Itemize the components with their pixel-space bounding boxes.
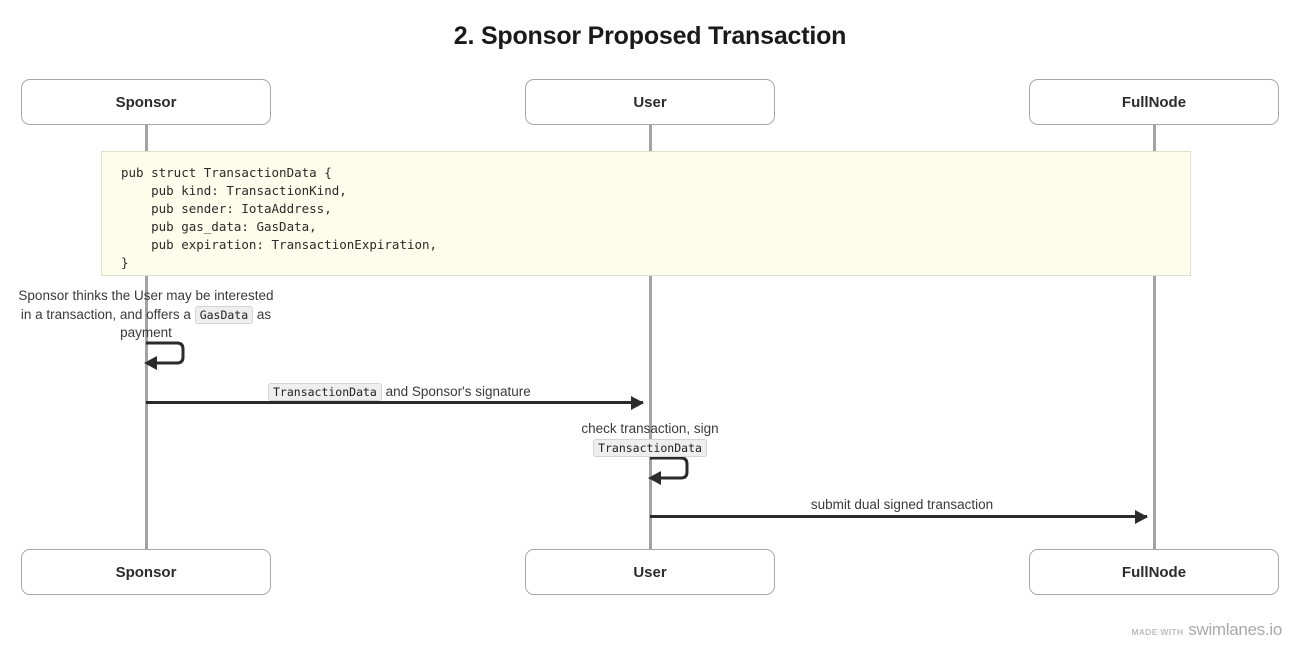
self-loop-user	[648, 456, 689, 485]
participant-label-user-bottom: User	[633, 563, 667, 581]
transaction-data-code-chip-1: TransactionData	[268, 383, 382, 401]
page-title: 2. Sponsor Proposed Transaction	[453, 22, 847, 50]
message-label-sponsor-to-user-text: and Sponsor's signature	[381, 384, 531, 399]
participant-box-fullnode-top[interactable]: FullNode	[1029, 79, 1279, 125]
participant-label-fullnode-bottom: FullNode	[1121, 563, 1187, 581]
participant-box-user-top[interactable]: User	[525, 79, 775, 125]
lifeline-fullnode	[1152, 124, 1156, 550]
participant-label-user-top: User	[633, 93, 667, 111]
participant-label-sponsor-top: Sponsor	[115, 93, 177, 111]
transaction-data-code-chip-2: TransactionData	[593, 439, 707, 457]
footer-made-with-label: Made with	[1131, 627, 1184, 637]
message-label-user-to-fullnode: submit dual signed transaction	[651, 495, 1153, 514]
code-note-block: pub struct TransactionData { pub kind: T…	[101, 151, 1191, 276]
sponsor-intent-note: Sponsor thinks the User may be intereste…	[16, 287, 276, 343]
sponsor-intent-note-part1: Sponsor thinks the User may be intereste…	[18, 288, 274, 322]
user-self-check-line1: check transaction, sign	[581, 421, 719, 436]
footer-branding[interactable]: Made with swimlanes.io	[1131, 620, 1282, 640]
message-arrow-user-to-fullnode	[650, 509, 1148, 524]
message-label-sponsor-to-user: TransactionData and Sponsor's signature	[268, 382, 648, 402]
participant-box-user-bottom[interactable]: User	[525, 549, 775, 595]
footer-site-link[interactable]: swimlanes.io	[1188, 620, 1282, 639]
message-arrow-sponsor-to-user	[146, 395, 644, 410]
gas-data-code-chip: GasData	[194, 305, 254, 324]
message-label-user-self-check: check transaction, sign TransactionData	[550, 419, 750, 458]
participant-label-sponsor-bottom: Sponsor	[115, 563, 177, 581]
code-note-text: pub struct TransactionData { pub kind: T…	[121, 165, 438, 270]
self-loop-sponsor	[144, 341, 185, 370]
participant-box-sponsor-bottom[interactable]: Sponsor	[21, 549, 271, 595]
participant-label-fullnode-top: FullNode	[1121, 93, 1187, 111]
message-label-user-to-fullnode-text: submit dual signed transaction	[810, 497, 994, 512]
participant-box-sponsor-top[interactable]: Sponsor	[21, 79, 271, 125]
participant-box-fullnode-bottom[interactable]: FullNode	[1029, 549, 1279, 595]
lifeline-sponsor	[144, 124, 148, 550]
sponsor-intent-note-part2: as payment	[120, 306, 272, 341]
lifeline-user	[648, 124, 652, 550]
